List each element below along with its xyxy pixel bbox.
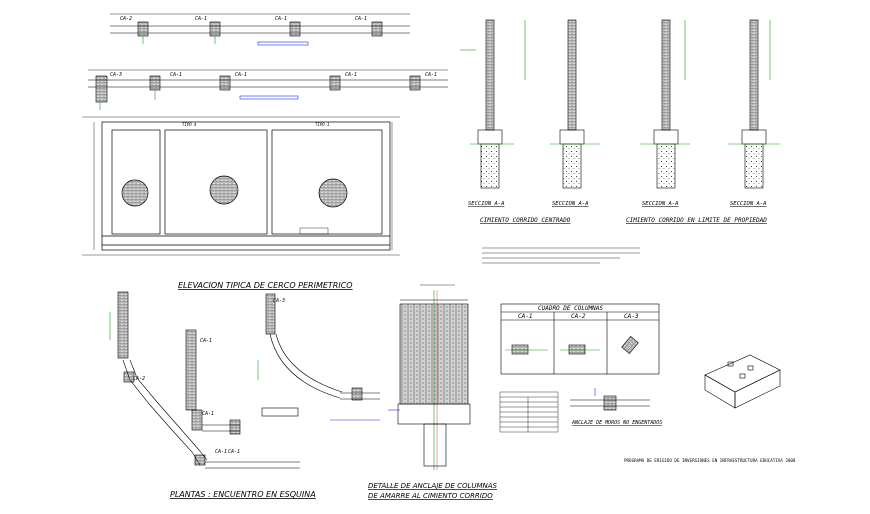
corner-plan-1 bbox=[109, 291, 300, 469]
top-plan-1-tag-1: CA-2 bbox=[120, 16, 132, 22]
top-plan-2-tag-3: CA-1 bbox=[235, 72, 247, 78]
section-detail-3 bbox=[640, 19, 690, 189]
top-plan-2 bbox=[88, 69, 448, 110]
columns-table bbox=[500, 303, 660, 375]
anchor-column-detail bbox=[388, 284, 471, 470]
elevation-title: ELEVACION TIPICA DE CERCO PERIMETRICO bbox=[178, 281, 353, 290]
top-plan-1-tag-4: CA-1 bbox=[355, 16, 367, 22]
anchor-detail-title-1: DETALLE DE ANCLAJE DE COLUMNAS bbox=[368, 482, 498, 490]
anchorage-title: ANCLAJE DE MUROS NO ENGENTADOS bbox=[571, 420, 662, 426]
section-detail-1 bbox=[460, 19, 514, 189]
corner-tag-4: CA-1 bbox=[215, 449, 227, 455]
corner-tag-2: CA-1 bbox=[200, 338, 212, 344]
corner-tag-3: CA-1 bbox=[202, 411, 214, 417]
section-label-3: SECCION A-A bbox=[642, 201, 678, 207]
corner-plans-title: PLANTAS : ENCUENTRO EN ESQUINA bbox=[170, 490, 316, 499]
section-label-4: SECCION A-A bbox=[730, 201, 766, 207]
section-detail-2 bbox=[524, 19, 600, 189]
top-plan-2-tag-1: CA-3 bbox=[110, 72, 122, 78]
steel-schedule-table bbox=[499, 391, 559, 433]
columns-table-header-2: CA-2 bbox=[571, 313, 586, 320]
corner-plan-3 bbox=[257, 293, 380, 421]
elevation-drawing bbox=[82, 116, 400, 256]
top-plan-2-tag-5: CA-1 bbox=[425, 72, 437, 78]
columns-table-title: CUADRO DE COLUMNAS bbox=[538, 305, 603, 312]
top-plan-2-tag-2: CA-1 bbox=[170, 72, 182, 78]
top-plan-1-tag-3: CA-1 bbox=[275, 16, 287, 22]
anchor-detail-title-2: DE AMARRE AL CIMIENTO CORRIDO bbox=[368, 492, 493, 500]
top-plan-2-tag-4: CA-1 bbox=[345, 72, 357, 78]
columns-table-header-3: CA-3 bbox=[624, 313, 639, 320]
notes-block bbox=[482, 247, 640, 264]
corner-tag-6: CA-1 bbox=[228, 449, 240, 455]
footing-isometric bbox=[704, 354, 781, 409]
columns-table-header-1: CA-1 bbox=[518, 313, 532, 320]
elevation-panel-tag-1: TIPO A bbox=[182, 122, 197, 127]
section-label-2: SECCION A-A bbox=[552, 201, 588, 207]
section-label-1: SECCION A-A bbox=[468, 201, 504, 207]
section-group1-title: CIMIENTO CORRIDO CENTRADO bbox=[480, 217, 571, 224]
elevation-panel-tag-2: TIPO 1 bbox=[315, 122, 329, 127]
footer-program-text: PROGRAMA DE ERIGIDO DE INVERSIONES EN IN… bbox=[624, 458, 796, 463]
corner-plan-2 bbox=[185, 329, 241, 435]
top-plan-1-tag-2: CA-1 bbox=[195, 16, 207, 22]
anchorage-detail bbox=[570, 388, 650, 411]
section-detail-4 bbox=[728, 19, 780, 189]
corner-tag-1: CA-2 bbox=[133, 376, 145, 382]
top-plan-1 bbox=[110, 13, 410, 46]
section-group2-title: CIMIENTO CORRIDO EN LIMITE DE PROPIEDAD bbox=[626, 217, 767, 224]
corner-tag-5: CA-3 bbox=[273, 298, 285, 304]
